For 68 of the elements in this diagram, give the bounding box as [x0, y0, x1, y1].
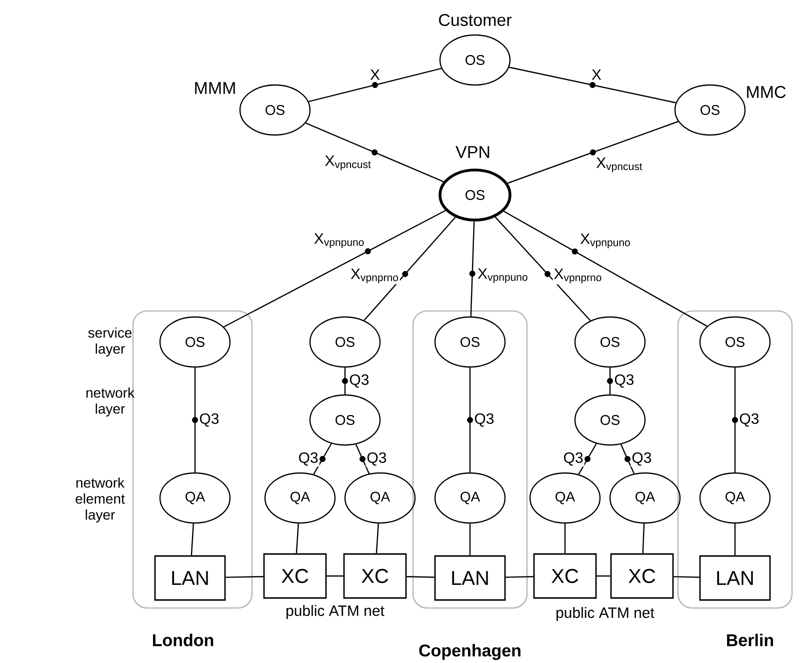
interface-line: [355, 444, 370, 474]
interface-line: [578, 443, 597, 475]
device-box: LAN: [154, 555, 226, 601]
device-box: XC: [533, 553, 597, 599]
edge-label: Q3: [630, 451, 653, 467]
interface-line: [326, 575, 344, 577]
interface-line: [503, 210, 708, 327]
node-heading: Customer: [439, 14, 512, 26]
device-box: XC: [343, 553, 407, 599]
interface-line: [192, 368, 198, 472]
edge-label: Q3: [738, 412, 760, 428]
edge-label: Q3: [297, 451, 320, 467]
edge-label: X$_{vpncust}$: [595, 156, 644, 174]
edge-label: Q3: [348, 373, 370, 389]
device-box: LAN: [434, 555, 506, 601]
device-box: XC: [263, 553, 327, 599]
interface-line: [732, 368, 738, 472]
interface-line: [308, 68, 442, 102]
node-heading: VPN: [456, 146, 490, 158]
site-name: London: [153, 634, 214, 646]
device-box: XC: [610, 553, 674, 599]
network-label: public ATM net: [286, 605, 384, 619]
interface-line: [313, 443, 332, 475]
interface-line: [564, 524, 566, 554]
edge-label: X$_{vpnpuno}$: [476, 267, 530, 284]
interface-line: [494, 216, 591, 322]
node-heading: MMC: [747, 86, 786, 98]
device-box: LAN: [699, 555, 771, 601]
interface-line: [507, 120, 678, 184]
site-name: Berlin: [727, 634, 774, 646]
edge-label: Q3: [473, 412, 496, 428]
layer-label: network layer: [86, 387, 135, 417]
edge-label: X$_{vpnprno}$: [350, 268, 400, 284]
edge-label: Q3: [366, 451, 388, 467]
network-label: public ATM net: [556, 607, 654, 621]
interface-line: [376, 524, 379, 554]
site-name: Copenhagen: [419, 644, 520, 660]
layer-label: service layer: [88, 327, 132, 357]
interface-line: [642, 524, 645, 554]
edge-label: Q3: [562, 451, 584, 467]
interface-line: [506, 576, 534, 578]
edge-label: X$_{vpnpuno}$: [579, 232, 632, 250]
interface-line: [223, 210, 446, 328]
interface-line: [674, 576, 700, 578]
node-heading: MMM: [195, 82, 235, 94]
edge-label: X: [369, 68, 381, 81]
interface-line: [296, 524, 299, 554]
interface-line: [305, 122, 444, 182]
interface-line: [467, 368, 473, 472]
interface-line: [364, 216, 456, 321]
interface-line: [469, 524, 471, 556]
interface-line: [509, 66, 676, 104]
edge-label: X$_{vpnprno}$: [552, 268, 604, 284]
interface-line: [226, 576, 264, 578]
interface-line: [406, 576, 434, 578]
interface-line: [607, 368, 613, 394]
interface-line: [190, 524, 194, 556]
interface-line: [596, 575, 610, 577]
interface-line: [734, 524, 736, 556]
interface-line: [469, 221, 476, 316]
layer-label: network element layer: [76, 477, 125, 523]
edge-label: Q3: [198, 412, 220, 428]
interface-line: [342, 368, 348, 394]
edge-label: X$_{vpncust}$: [324, 154, 372, 172]
edge-label: X$_{vpnpuno}$: [312, 232, 366, 250]
edge-label: X: [590, 68, 602, 81]
edge-label: Q3: [613, 373, 636, 389]
interface-line: [620, 444, 635, 474]
